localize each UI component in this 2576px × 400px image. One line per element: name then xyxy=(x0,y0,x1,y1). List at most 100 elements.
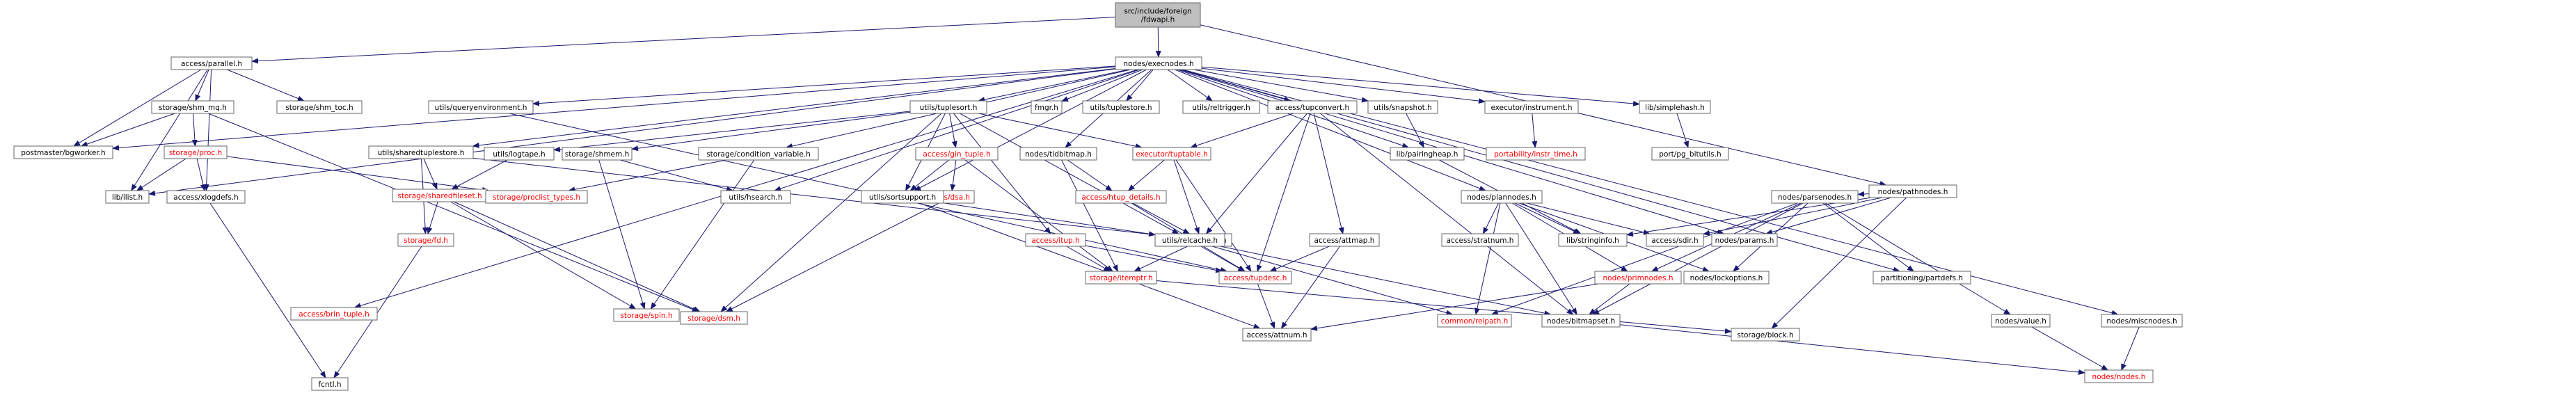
node-snapshot[interactable]: utils/snapshot.h xyxy=(1367,100,1438,114)
node-tuplesort[interactable]: utils/tuplesort.h xyxy=(909,100,987,114)
edge-tuptable-to-tupdesc xyxy=(1175,159,1252,272)
node-instr-time[interactable]: portability/instr_time.h xyxy=(1486,147,1586,161)
edge-shmem-to-spin xyxy=(598,159,646,310)
edge-parsenodes-to-relpath xyxy=(1490,202,1798,315)
node-spin[interactable]: storage/spin.h xyxy=(613,308,680,322)
node-stringinfo[interactable]: lib/stringinfo.h xyxy=(1558,233,1628,247)
node-instrument[interactable]: executor/instrument.h xyxy=(1484,100,1579,114)
edge-pathnodes-to-params xyxy=(1765,197,1892,235)
node-ilist[interactable]: lib/ilist.h xyxy=(105,190,150,204)
node-box xyxy=(720,190,791,204)
node-box xyxy=(290,307,378,321)
node-tupconvert[interactable]: access/tupconvert.h xyxy=(1267,100,1358,114)
node-box xyxy=(1267,100,1358,114)
edge-tuplesort-to-logtape xyxy=(553,111,911,152)
edge-execnodes-to-tuplestore xyxy=(1126,69,1154,102)
node-nodes[interactable]: nodes/nodes.h xyxy=(2084,369,2154,383)
node-tidbitmap[interactable]: nodes/tidbitmap.h xyxy=(1019,147,1097,161)
node-box xyxy=(170,56,253,70)
node-label: lib/stringinfo.h xyxy=(1566,237,1619,245)
node-miscnodes[interactable]: nodes/miscnodes.h xyxy=(2101,314,2183,328)
node-hsearch[interactable]: utils/hsearch.h xyxy=(720,190,791,204)
edge-tupconvert-to-bitmapset xyxy=(1320,113,1574,315)
node-simplehash[interactable]: lib/simplehash.h xyxy=(1639,100,1711,114)
node-label: src/include/foreign xyxy=(1124,8,1191,16)
edge-bitmapset-to-nodes xyxy=(1619,324,2085,375)
node-primnodes[interactable]: nodes/primnodes.h xyxy=(1594,271,1682,285)
node-attmap[interactable]: access/attmap.h xyxy=(1309,233,1380,247)
node-label: access/htup_details.h xyxy=(1081,193,1160,202)
node-gin-tuple[interactable]: access/gin_tuple.h xyxy=(915,147,999,161)
node-pathnodes[interactable]: nodes/pathnodes.h xyxy=(1868,184,1957,198)
node-box xyxy=(1441,233,1519,247)
node-execnodes[interactable]: nodes/execnodes.h xyxy=(1115,56,1202,70)
edge-xlogdefs-to-fcntl xyxy=(209,202,326,378)
edge-itup-to-tupdesc xyxy=(1085,245,1223,273)
node-condvar[interactable]: storage/condition_variable.h xyxy=(698,147,819,161)
node-label: utils/sharedtuplestore.h xyxy=(378,149,465,157)
node-sharedtuplestore[interactable]: utils/sharedtuplestore.h xyxy=(368,145,474,159)
node-label: access/sdir.h xyxy=(1651,237,1698,245)
node-fd[interactable]: storage/fd.h xyxy=(397,233,454,247)
node-relpath[interactable]: common/relpath.h xyxy=(1437,314,1512,328)
node-tuptable[interactable]: executor/tuptable.h xyxy=(1132,147,1211,161)
node-label: utils/snapshot.h xyxy=(1374,104,1432,112)
edge-parsenodes-to-partdefs xyxy=(1822,202,1914,272)
node-fmgr[interactable]: fmgr.h xyxy=(1031,100,1063,114)
node-pg-bitutils[interactable]: port/pg_bitutils.h xyxy=(1651,147,1729,161)
node-parsenodes[interactable]: nodes/parsenodes.h xyxy=(1771,190,1859,204)
node-shm-mq[interactable]: storage/shm_mq.h xyxy=(151,100,234,114)
edge-tuplesort-to-tuptable xyxy=(978,113,1143,150)
node-lockoptions[interactable]: nodes/lockoptions.h xyxy=(1683,271,1770,285)
node-xlogdefs[interactable]: access/xlogdefs.h xyxy=(166,190,246,204)
edge-plannodes-to-stratnum xyxy=(1483,202,1499,234)
node-parallel[interactable]: access/parallel.h xyxy=(170,56,253,70)
node-brin-tuple[interactable]: access/brin_tuple.h xyxy=(290,307,378,321)
node-sdir[interactable]: access/sdir.h xyxy=(1646,233,1704,247)
node-plannodes[interactable]: nodes/plannodes.h xyxy=(1461,190,1543,204)
edge-shmem-to-hsearch xyxy=(619,159,733,192)
edge-attmap-to-tupdesc xyxy=(1269,246,1330,272)
node-fcntl[interactable]: fcntl.h xyxy=(311,377,349,391)
edge-sortsupport-to-relcache xyxy=(943,202,1156,237)
node-proclist-types[interactable]: storage/proclist_types.h xyxy=(485,190,588,204)
edge-execnodes-to-partdefs xyxy=(1180,69,1900,273)
node-dsm[interactable]: storage/dsm.h xyxy=(680,311,748,325)
node-label: nodes/bitmapset.h xyxy=(1547,317,1615,326)
edge-instrument-to-instr_time xyxy=(1532,113,1538,148)
node-label: nodes/parsenodes.h xyxy=(1778,193,1852,202)
node-shm-toc[interactable]: storage/shm_toc.h xyxy=(276,100,363,114)
node-partdefs[interactable]: partitioning/partdefs.h xyxy=(1873,271,1971,285)
edge-execnodes-to-fmgr xyxy=(1061,69,1143,102)
node-label: lib/ilist.h xyxy=(112,193,143,202)
node-label: storage/proc.h xyxy=(169,149,222,157)
node-label: executor/tuptable.h xyxy=(1136,150,1207,159)
node-queryenv[interactable]: utils/queryenvironment.h xyxy=(428,100,534,114)
node-bgworker[interactable]: postmaster/bgworker.h xyxy=(13,145,113,159)
node-pairingheap[interactable]: lib/pairingheap.h xyxy=(1390,147,1465,161)
node-box xyxy=(1390,147,1465,161)
node-tupdesc[interactable]: access/tupdesc.h xyxy=(1218,271,1292,285)
node-sortsupport[interactable]: utils/sortsupport.h xyxy=(861,190,944,204)
node-attnum[interactable]: access/attnum.h xyxy=(1242,328,1312,342)
node-sharedfileset[interactable]: storage/sharedfileset.h xyxy=(392,189,488,202)
node-htup-details[interactable]: access/htup_details.h xyxy=(1075,190,1167,204)
node-stratnum[interactable]: access/stratnum.h xyxy=(1441,233,1519,247)
node-relcache[interactable]: utils/relcache.h xyxy=(1154,233,1225,247)
node-logtape[interactable]: utils/logtape.h xyxy=(484,147,555,161)
edge-itup-to-itemptr xyxy=(1066,246,1111,272)
node-bitmapset[interactable]: nodes/bitmapset.h xyxy=(1541,314,1621,328)
node-params[interactable]: nodes/params.h xyxy=(1711,233,1778,247)
node-itup[interactable]: access/itup.h xyxy=(1025,233,1086,247)
edge-tuplesort-to-itup xyxy=(953,113,1051,234)
node-proc[interactable]: storage/proc.h xyxy=(164,145,228,159)
node-value[interactable]: nodes/value.h xyxy=(1991,314,2051,328)
node-label: executor/instrument.h xyxy=(1490,104,1572,112)
node-block[interactable]: storage/block.h xyxy=(1731,328,1800,342)
node-reltrigger[interactable]: utils/reltrigger.h xyxy=(1182,100,1260,114)
node-box xyxy=(613,308,680,322)
node-shmem[interactable]: storage/shmem.h xyxy=(562,147,633,161)
node-itemptr[interactable]: storage/itemptr.h xyxy=(1085,271,1157,285)
node-tuplestore[interactable]: utils/tuplestore.h xyxy=(1082,100,1160,114)
node-label: portability/instr_time.h xyxy=(1494,150,1577,159)
